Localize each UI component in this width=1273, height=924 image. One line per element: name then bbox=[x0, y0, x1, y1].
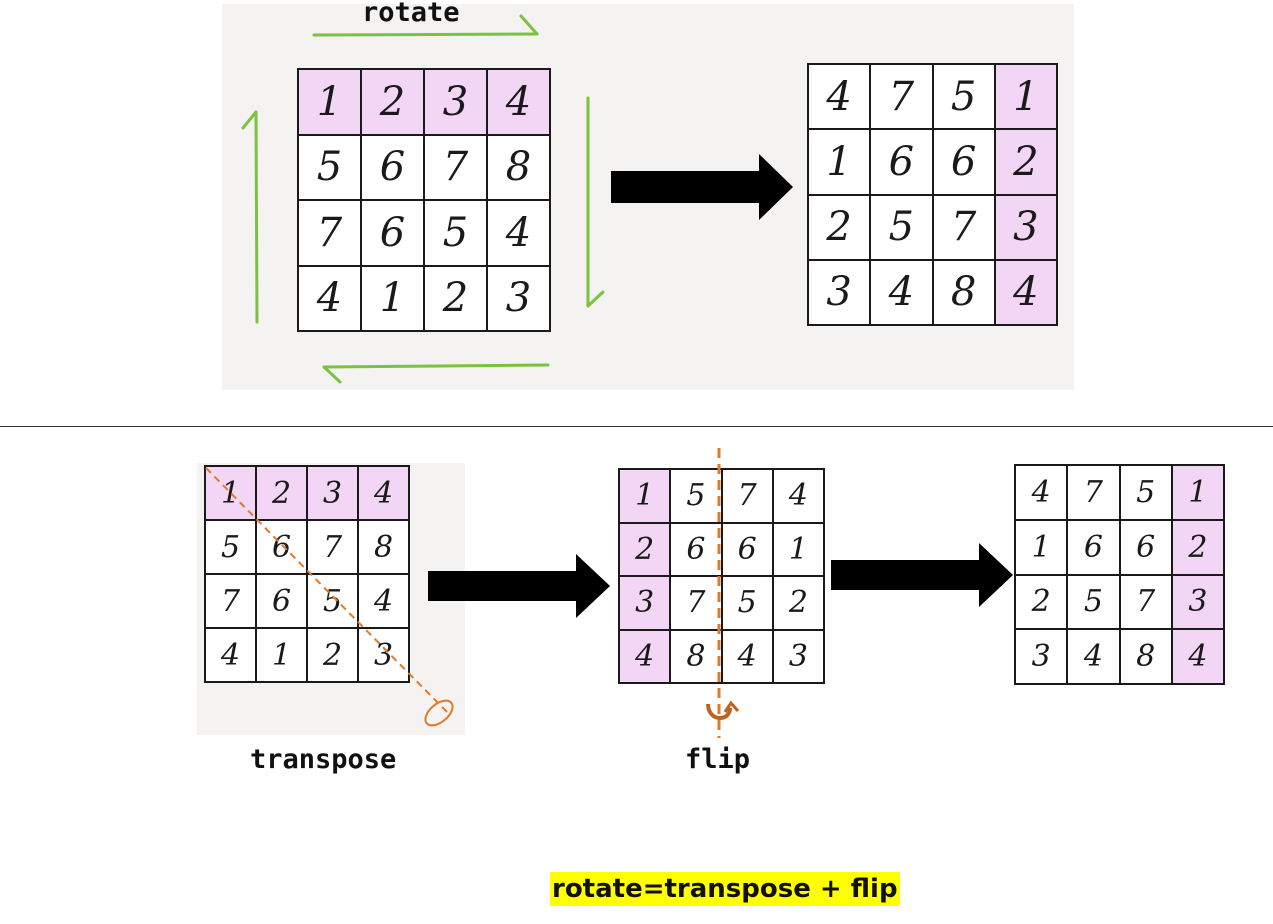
matrix-cell: 3 bbox=[425, 70, 486, 134]
matrix-cell: 3 bbox=[773, 630, 823, 682]
matrix-cell: 5 bbox=[933, 65, 994, 129]
matrix-cell: 1 bbox=[773, 523, 823, 575]
matrix-cell: 7 bbox=[871, 65, 932, 129]
matrix-cell: 6 bbox=[933, 130, 994, 194]
matrix-cell: 3 bbox=[809, 260, 870, 324]
matrix-cell: 3 bbox=[1172, 575, 1223, 629]
matrix-cell: 5 bbox=[1120, 466, 1171, 519]
matrix-cell: 2 bbox=[620, 523, 670, 575]
transpose-arrow bbox=[428, 554, 610, 618]
matrix-cell: 1 bbox=[206, 467, 255, 519]
matrix-cell: 6 bbox=[257, 575, 306, 627]
matrix-cell: 4 bbox=[773, 470, 823, 522]
matrix-cell: 7 bbox=[722, 470, 772, 522]
matrix-cell: 4 bbox=[206, 629, 255, 681]
matrix-cell: 4 bbox=[995, 260, 1056, 324]
matrix-cell: 7 bbox=[308, 521, 357, 573]
matrix-cell: 6 bbox=[362, 201, 423, 265]
matrix-cell: 1 bbox=[809, 130, 870, 194]
top-big-arrow bbox=[611, 154, 793, 220]
transpose-label: transpose bbox=[250, 744, 397, 775]
matrix-cell: 1 bbox=[1172, 466, 1223, 519]
matrix-cell: 5 bbox=[871, 195, 932, 259]
matrix-cell: 6 bbox=[257, 521, 306, 573]
matrix-cell: 3 bbox=[1016, 630, 1067, 683]
matrix-cell: 7 bbox=[671, 577, 721, 629]
matrix-cell: 2 bbox=[1172, 520, 1223, 574]
matrix-cell: 4 bbox=[1016, 466, 1067, 519]
matrix-cell: 2 bbox=[257, 467, 306, 519]
matrix-cell: 4 bbox=[809, 65, 870, 129]
matrix-cell: 2 bbox=[308, 629, 357, 681]
matrix-cell: 2 bbox=[425, 266, 486, 330]
matrix-cell: 4 bbox=[722, 630, 772, 682]
matrix-cell: 3 bbox=[995, 195, 1056, 259]
flip-label: flip bbox=[685, 744, 751, 775]
matrix-cell: 5 bbox=[722, 577, 772, 629]
formula-caption: rotate=transpose + flip bbox=[550, 872, 900, 906]
matrix-cell: 4 bbox=[359, 575, 408, 627]
matrix-cell: 1 bbox=[1016, 520, 1067, 574]
matrix-cell: 8 bbox=[671, 630, 721, 682]
matrix-cell: 3 bbox=[308, 467, 357, 519]
matrix-cell: 5 bbox=[299, 135, 360, 199]
matrix-cell: 4 bbox=[1172, 630, 1223, 683]
matrix-cell: 4 bbox=[299, 266, 360, 330]
matrix-cell: 7 bbox=[933, 195, 994, 259]
matrix-cell: 8 bbox=[1120, 630, 1171, 683]
matrix-cell: 7 bbox=[1120, 575, 1171, 629]
matrix-cell: 4 bbox=[620, 630, 670, 682]
matrix-cell: 2 bbox=[1016, 575, 1067, 629]
matrix-cell: 1 bbox=[299, 70, 360, 134]
matrix-cell: 2 bbox=[995, 130, 1056, 194]
matrix-cell: 7 bbox=[299, 201, 360, 265]
matrix-cell: 6 bbox=[1068, 520, 1119, 574]
matrix-cell: 4 bbox=[488, 70, 549, 134]
matrix-cell: 1 bbox=[257, 629, 306, 681]
matrix-cell: 1 bbox=[620, 470, 670, 522]
arrow-right-icon bbox=[611, 154, 793, 220]
matrix-cell: 8 bbox=[933, 260, 994, 324]
arrow-right-icon bbox=[831, 543, 1013, 607]
matrix-cell: 4 bbox=[1068, 630, 1119, 683]
matrix-cell: 2 bbox=[362, 70, 423, 134]
matrix-cell: 8 bbox=[488, 135, 549, 199]
rotate-label: rotate bbox=[362, 0, 460, 28]
matrix-cell: 6 bbox=[671, 523, 721, 575]
matrix-cell: 5 bbox=[425, 201, 486, 265]
matrix-cell: 5 bbox=[308, 575, 357, 627]
matrix-cell: 4 bbox=[488, 201, 549, 265]
matrix-cell: 3 bbox=[620, 577, 670, 629]
matrix-cell: 5 bbox=[671, 470, 721, 522]
matrix-cell: 2 bbox=[809, 195, 870, 259]
matrix-cell: 1 bbox=[995, 65, 1056, 129]
matrix-cell: 6 bbox=[1120, 520, 1171, 574]
matrix-cell: 8 bbox=[359, 521, 408, 573]
matrix-cell: 5 bbox=[206, 521, 255, 573]
flip-arrow bbox=[831, 543, 1013, 607]
matrix-cell: 3 bbox=[488, 266, 549, 330]
matrix-cell: 6 bbox=[362, 135, 423, 199]
matrix-cell: 2 bbox=[773, 577, 823, 629]
matrix-cell: 4 bbox=[359, 467, 408, 519]
matrix-cell: 1 bbox=[362, 266, 423, 330]
matrix-cell: 7 bbox=[1068, 466, 1119, 519]
matrix-cell: 5 bbox=[1068, 575, 1119, 629]
matrix-cell: 7 bbox=[206, 575, 255, 627]
arrow-right-icon bbox=[428, 554, 610, 618]
matrix-cell: 3 bbox=[359, 629, 408, 681]
matrix-cell: 6 bbox=[871, 130, 932, 194]
matrix-cell: 4 bbox=[871, 260, 932, 324]
matrix-cell: 6 bbox=[722, 523, 772, 575]
section-divider bbox=[0, 426, 1273, 427]
matrix-cell: 7 bbox=[425, 135, 486, 199]
